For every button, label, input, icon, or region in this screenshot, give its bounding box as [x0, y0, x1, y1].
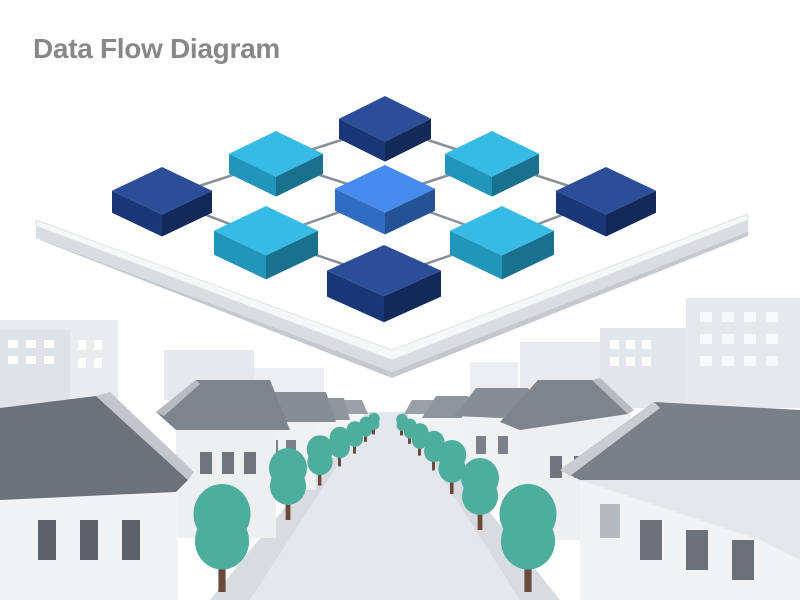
node-face-right: [162, 190, 212, 237]
node-face-top: [445, 131, 539, 177]
node-box-n-upper-left: [229, 131, 323, 197]
network-nodes: [112, 96, 656, 323]
node-face-top: [339, 96, 431, 142]
trees: [193, 412, 557, 592]
platform-surface: [35, 213, 749, 361]
tree-crown: [346, 429, 364, 447]
tree-crown: [396, 419, 408, 431]
tree: [368, 412, 380, 435]
node-box-n-bottom: [327, 245, 441, 323]
tree: [423, 430, 445, 471]
platform: [35, 213, 749, 378]
tree-crown: [424, 441, 444, 463]
road: [250, 412, 520, 600]
node-box-n-top: [339, 96, 431, 162]
tree-crown: [368, 418, 380, 430]
node-face-left: [214, 230, 266, 280]
node-face-left: [450, 230, 502, 280]
node-face-top: [450, 206, 554, 256]
page-title: Data Flow Diagram: [33, 33, 280, 64]
tree: [437, 440, 467, 494]
node-face-right: [385, 118, 431, 162]
houses-right: [404, 378, 800, 600]
node-face-left: [327, 270, 384, 323]
node-face-left: [445, 153, 492, 197]
node-face-left: [556, 190, 606, 237]
node-face-right: [384, 270, 441, 323]
tree-crown: [307, 448, 333, 476]
tree-crown: [194, 512, 250, 570]
tree: [346, 421, 364, 454]
node-face-top: [556, 167, 656, 215]
tree-crown: [330, 437, 350, 459]
tree: [499, 484, 557, 592]
node-box-n-lower-left: [214, 206, 318, 280]
tree-crown: [403, 425, 417, 439]
node-face-right: [266, 230, 318, 280]
node-face-top: [327, 245, 441, 297]
tree: [306, 435, 334, 486]
node-face-left: [335, 188, 385, 235]
tree-crown: [461, 477, 499, 515]
tree: [269, 448, 307, 520]
node-face-left: [112, 190, 162, 237]
node-face-top: [214, 206, 318, 256]
node-box-n-right: [556, 167, 656, 237]
node-face-left: [229, 153, 276, 197]
street-scene: [0, 298, 800, 600]
node-box-n-upper-right: [445, 131, 539, 197]
tree-crown: [411, 431, 429, 449]
tree-crown: [269, 467, 307, 505]
skyline: [0, 298, 800, 410]
node-box-n-left: [112, 167, 212, 237]
tree: [461, 458, 499, 530]
tree: [193, 484, 251, 592]
tree-crown: [438, 454, 466, 483]
tree: [329, 426, 351, 467]
tree-crown: [500, 512, 556, 570]
node-face-right: [606, 190, 656, 237]
node-face-top: [335, 165, 435, 213]
node-face-right: [502, 230, 554, 280]
node-face-right: [492, 153, 539, 197]
tree: [396, 413, 408, 436]
node-box-n-lower-right: [450, 206, 554, 280]
node-face-left: [339, 118, 385, 162]
node-box-n-center: [335, 165, 435, 235]
node-face-right: [276, 153, 323, 197]
node-face-right: [385, 188, 435, 235]
node-face-top: [112, 167, 212, 215]
node-face-top: [229, 131, 323, 177]
